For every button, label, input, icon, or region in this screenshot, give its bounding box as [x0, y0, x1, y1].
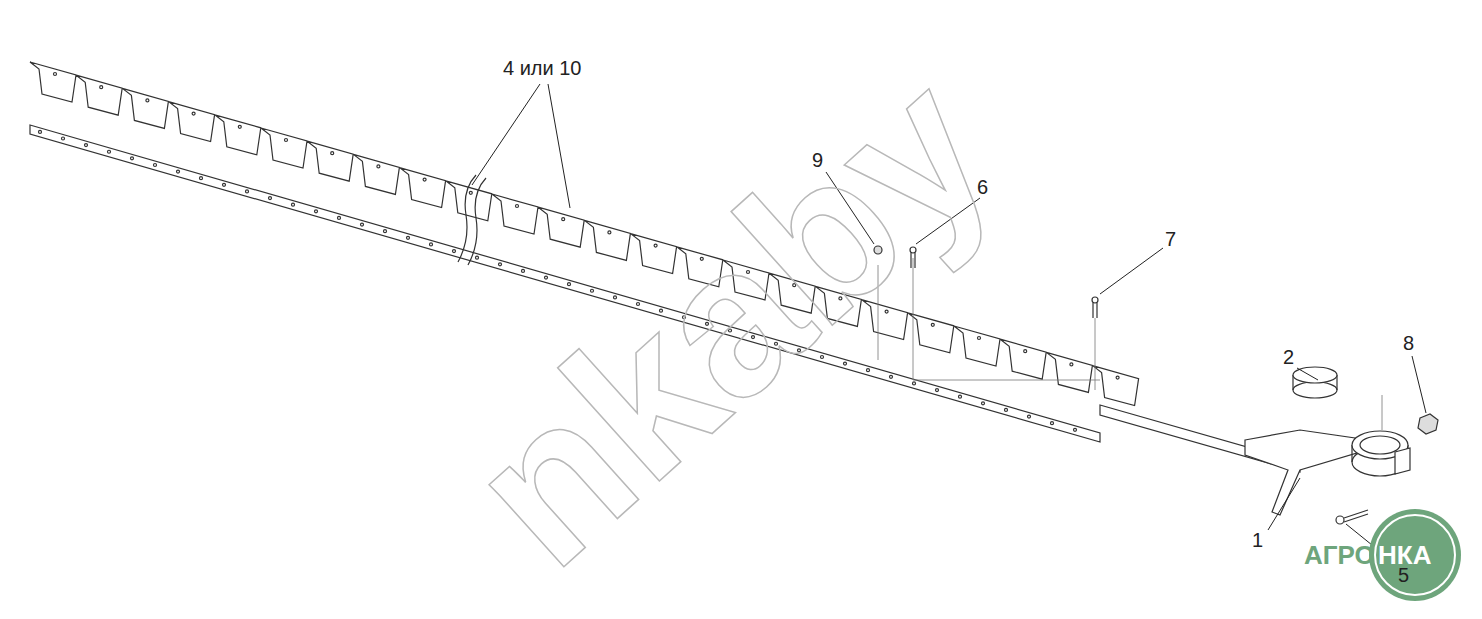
clamp-block [1395, 448, 1410, 474]
rivet-hole [85, 144, 88, 147]
logo-text: НКА [1378, 542, 1431, 568]
bolt-head [1092, 297, 1098, 303]
rivet-hole [959, 395, 962, 398]
rivet-hole [223, 183, 226, 186]
rivet-hole [568, 283, 571, 286]
bushing [1293, 382, 1337, 398]
rivet-hole [1070, 363, 1073, 366]
rivet-hole [562, 218, 565, 221]
callout-number: 4 или 10 [503, 58, 582, 78]
rivet-hole [522, 269, 525, 272]
rivet-hole [131, 157, 134, 160]
rivet-hole [844, 362, 847, 365]
head-bracket [1245, 430, 1360, 515]
rivet-hole [407, 236, 410, 239]
rivet-hole [361, 223, 364, 226]
bushing [1293, 367, 1337, 383]
rivet-hole [39, 130, 42, 133]
rivet-hole [1051, 422, 1054, 425]
rivet-hole [54, 73, 57, 76]
rivet-hole [292, 203, 295, 206]
rivet-hole [1024, 350, 1027, 353]
callout-number: 7 [1165, 229, 1176, 249]
callout-number: 8 [1403, 333, 1414, 353]
bolt-shank [1093, 303, 1097, 318]
rivet-hole [62, 137, 65, 140]
rivet-hole [890, 375, 893, 378]
rivet-hole [516, 205, 519, 208]
rivet-hole [545, 276, 548, 279]
rivet-hole [238, 125, 241, 128]
rivet-hole [192, 112, 195, 115]
head-ring-bore [1360, 436, 1400, 454]
rivet-hole [315, 210, 318, 213]
rivet-hole [423, 178, 426, 181]
rivet-hole [246, 190, 249, 193]
rivet-hole [285, 139, 288, 142]
rivet-hole [453, 250, 456, 253]
rivet-hole [499, 263, 502, 266]
rivet-hole [269, 197, 272, 200]
nut [1418, 414, 1438, 434]
rivet-hole [591, 289, 594, 292]
rivet-hole [936, 389, 939, 392]
callout-number: 2 [1283, 347, 1294, 367]
rivet-hole [608, 231, 611, 234]
rivet-hole [338, 216, 341, 219]
watermark: nkaby [434, 39, 1026, 601]
rivet-hole [100, 86, 103, 89]
rivet-hole [331, 152, 334, 155]
rivet-hole [1005, 408, 1008, 411]
rivet-hole [177, 170, 180, 173]
rivet-hole [913, 382, 916, 385]
rivet-hole [867, 369, 870, 372]
rivet-hole [108, 150, 111, 153]
rivet-hole [982, 402, 985, 405]
logo-ring [1375, 515, 1455, 595]
logo-text: АГРО [1304, 542, 1375, 568]
break-mark [468, 178, 486, 265]
rivet-hole [377, 165, 380, 168]
callout-number: 1 [1252, 530, 1263, 550]
assembly-line [1382, 395, 1383, 430]
rivet-hole [931, 323, 934, 326]
rivet-hole [1074, 428, 1077, 431]
callout-number: 5 [1398, 565, 1409, 585]
bolt-head [1336, 516, 1344, 524]
rivet-hole [384, 230, 387, 233]
rivet-hole [476, 256, 479, 259]
rivet-hole [154, 163, 157, 166]
break-mark [458, 175, 476, 262]
rivet-hole [1028, 415, 1031, 418]
logo-circle [1369, 509, 1461, 601]
rivet-hole [430, 243, 433, 246]
rivet-hole [1116, 376, 1119, 379]
rivet-hole [146, 99, 149, 102]
rivet-hole [469, 191, 472, 194]
bolt-shank [1344, 510, 1368, 522]
rivet-hole [200, 177, 203, 180]
rivet-hole [978, 337, 981, 340]
